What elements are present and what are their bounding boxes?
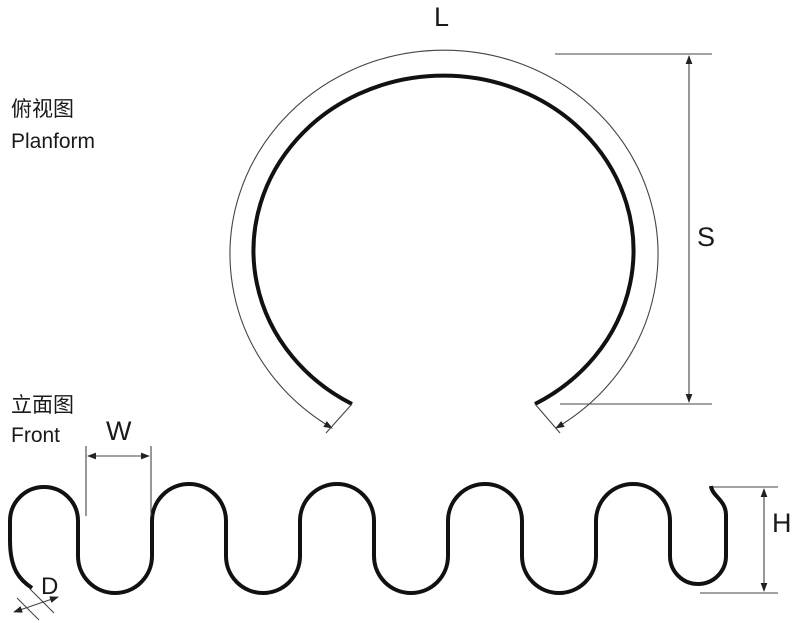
dimension-D-label: D — [41, 573, 59, 600]
dimension-L-ext-left — [325, 403, 353, 434]
planform-title-en: Planform — [11, 130, 96, 153]
dimension-D-line — [13, 596, 59, 613]
ring-spring — [251, 73, 636, 406]
dimension-L-arc — [229, 49, 659, 429]
front-title-en: Front — [11, 424, 61, 447]
dimension-D-ext-a — [16, 597, 40, 621]
front-title-cn: 立面图 — [11, 394, 74, 417]
dimension-S-label: S — [697, 222, 716, 252]
wave-spring — [8, 482, 728, 595]
planform-title-cn: 俯视图 — [11, 98, 74, 121]
dimension-L-label: L — [434, 2, 450, 32]
dimension-L-ext-right — [534, 403, 561, 434]
dimension-H-label: H — [772, 508, 792, 538]
dimension-W-label: W — [106, 416, 132, 446]
